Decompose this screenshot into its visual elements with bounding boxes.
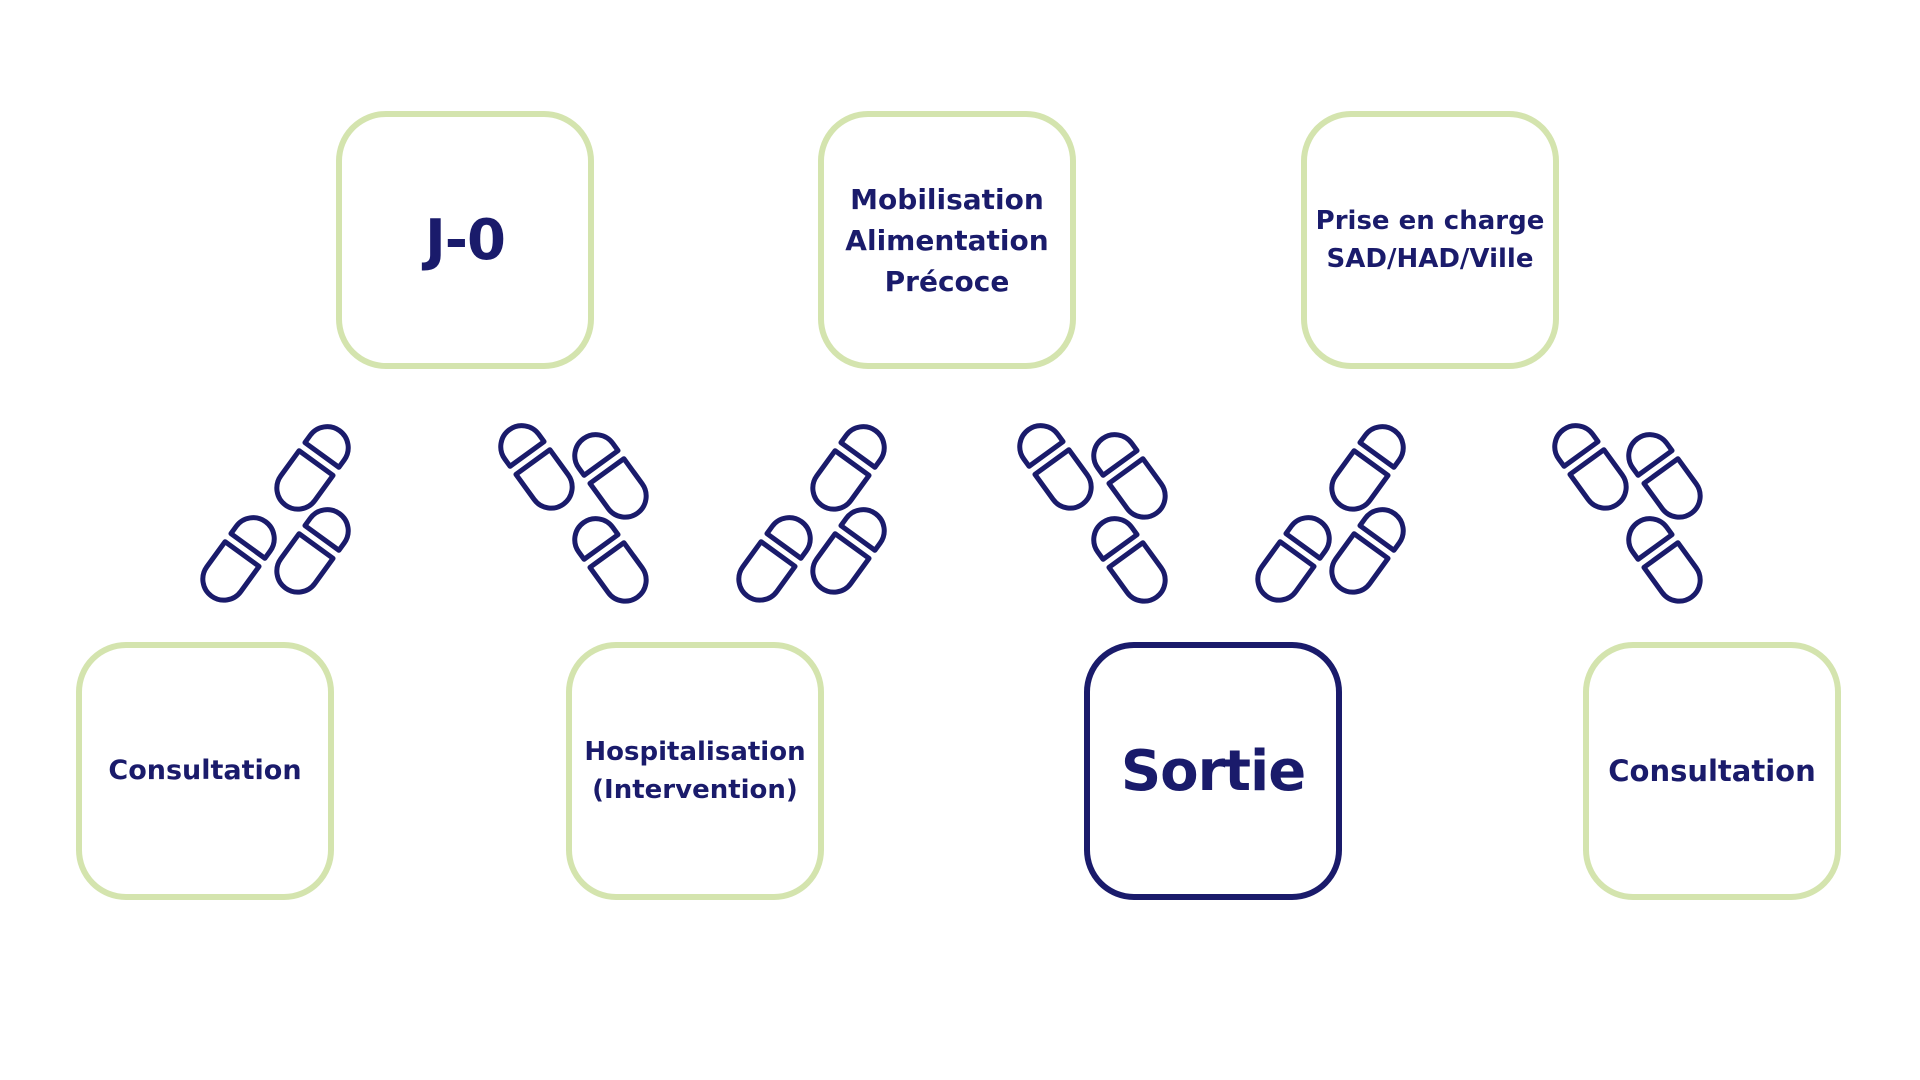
step-label-mobilisation-line1: Mobilisation: [850, 182, 1044, 216]
step-label-consultation-2: Consultation: [1608, 754, 1816, 788]
step-box-mobilisation: Mobilisation Alimentation Précoce: [818, 111, 1076, 369]
step-label-hospitalisation-line2: (Intervention): [592, 775, 798, 805]
step-label-consultation-1: Consultation: [108, 755, 302, 786]
step-box-j0: J-0: [336, 111, 594, 369]
footprints-icon: [731, 418, 893, 608]
step-label-sortie: Sortie: [1120, 738, 1306, 804]
footprints-icon: [1011, 417, 1173, 609]
step-box-hospitalisation: Hospitalisation (Intervention): [566, 642, 824, 900]
step-label-mobilisation-line2: Alimentation: [845, 223, 1049, 257]
step-box-consultation-1: Consultation: [76, 642, 334, 900]
step-label-j0: J-0: [424, 207, 506, 273]
footprints-icon: [1546, 417, 1708, 609]
footprints-icon: [1250, 418, 1412, 608]
step-box-consultation-2: Consultation: [1583, 642, 1841, 900]
step-label-prise-en-charge-line1: Prise en charge: [1315, 206, 1545, 236]
step-label-prise-en-charge-line2: SAD/HAD/Ville: [1326, 244, 1534, 274]
step-box-sortie: Sortie: [1084, 642, 1342, 900]
step-box-prise-en-charge: Prise en charge SAD/HAD/Ville: [1301, 111, 1559, 369]
footprints-icon: [195, 418, 357, 608]
footprints-icon: [492, 417, 654, 609]
step-label-hospitalisation-line1: Hospitalisation: [584, 737, 806, 767]
step-label-mobilisation-line3: Précoce: [884, 264, 1010, 298]
